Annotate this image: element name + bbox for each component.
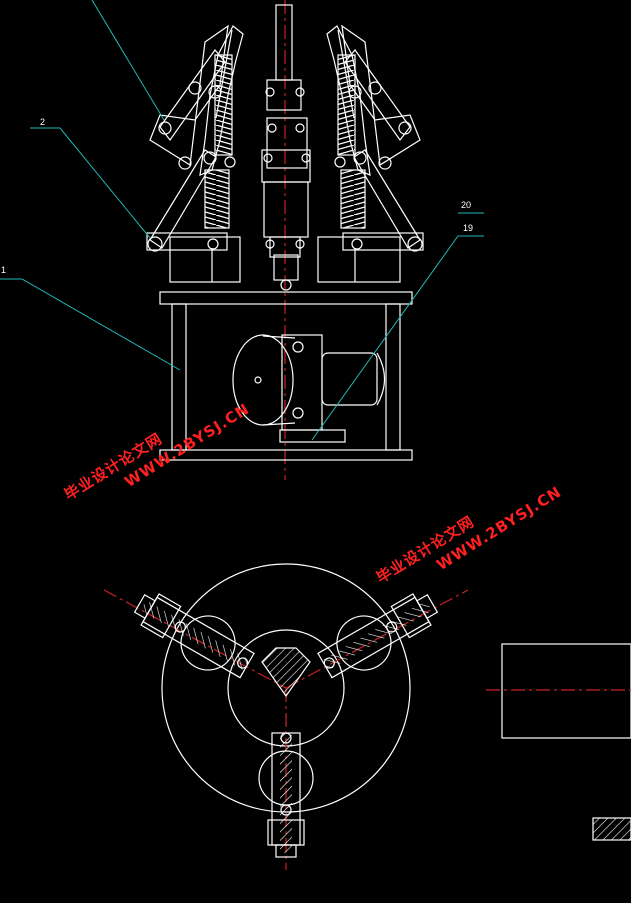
leader-lines bbox=[0, 0, 484, 441]
right-finger bbox=[326, 24, 424, 252]
left-bracket bbox=[169, 236, 241, 283]
arm-right bbox=[317, 593, 439, 679]
top-plate bbox=[159, 291, 413, 305]
motor-body bbox=[321, 352, 378, 406]
right-bracket bbox=[317, 236, 401, 283]
left-finger bbox=[146, 24, 244, 252]
callout-20: 20 bbox=[461, 200, 472, 210]
frame-right bbox=[385, 303, 401, 451]
arm-left bbox=[133, 593, 255, 679]
callout-2: 2 bbox=[40, 117, 46, 127]
side-block bbox=[501, 643, 631, 739]
top-view bbox=[103, 563, 469, 870]
callout-1: 1 bbox=[1, 265, 7, 275]
hub bbox=[261, 647, 311, 698]
callout-19: 19 bbox=[463, 223, 474, 233]
center-finger bbox=[261, 4, 311, 291]
bottom-plate bbox=[159, 449, 413, 461]
hatched-part bbox=[592, 817, 631, 841]
front-view bbox=[146, 0, 424, 480]
side-detail bbox=[486, 643, 631, 841]
arm-bottom bbox=[258, 732, 314, 858]
